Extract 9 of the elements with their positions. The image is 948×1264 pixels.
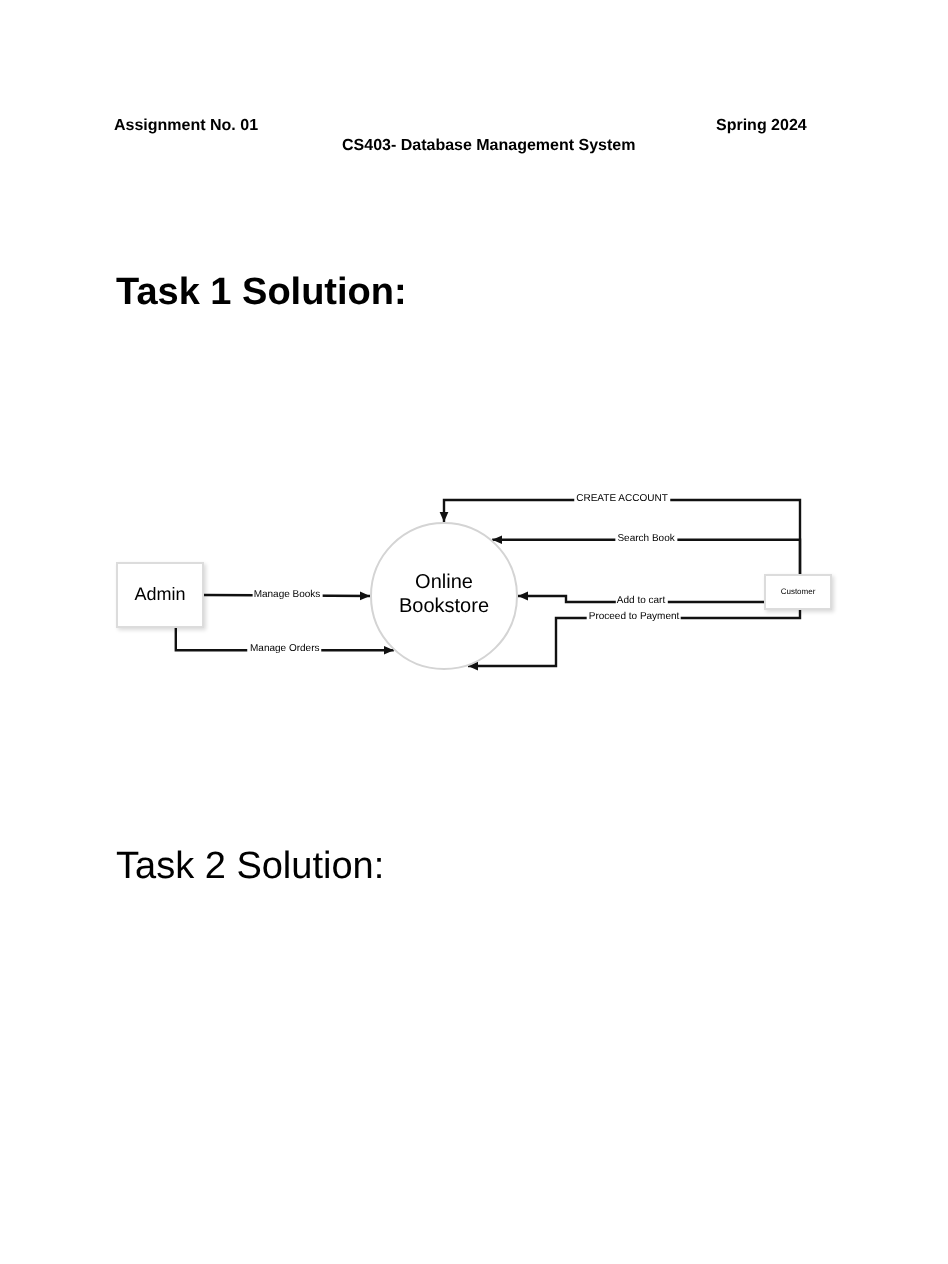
section-heading: Task 1 Solution: (116, 270, 407, 318)
entity-box (764, 574, 832, 610)
node-label: Online Bookstore (396, 572, 492, 620)
entity-box (116, 562, 204, 628)
section-heading: Task 2 Solution: (116, 844, 385, 892)
header-text: Spring 2024 (716, 114, 807, 138)
header-text: CS403- Database Management System (342, 134, 636, 158)
node-label: Admin (134, 581, 186, 608)
header-text: Assignment No. 01 (114, 114, 259, 138)
